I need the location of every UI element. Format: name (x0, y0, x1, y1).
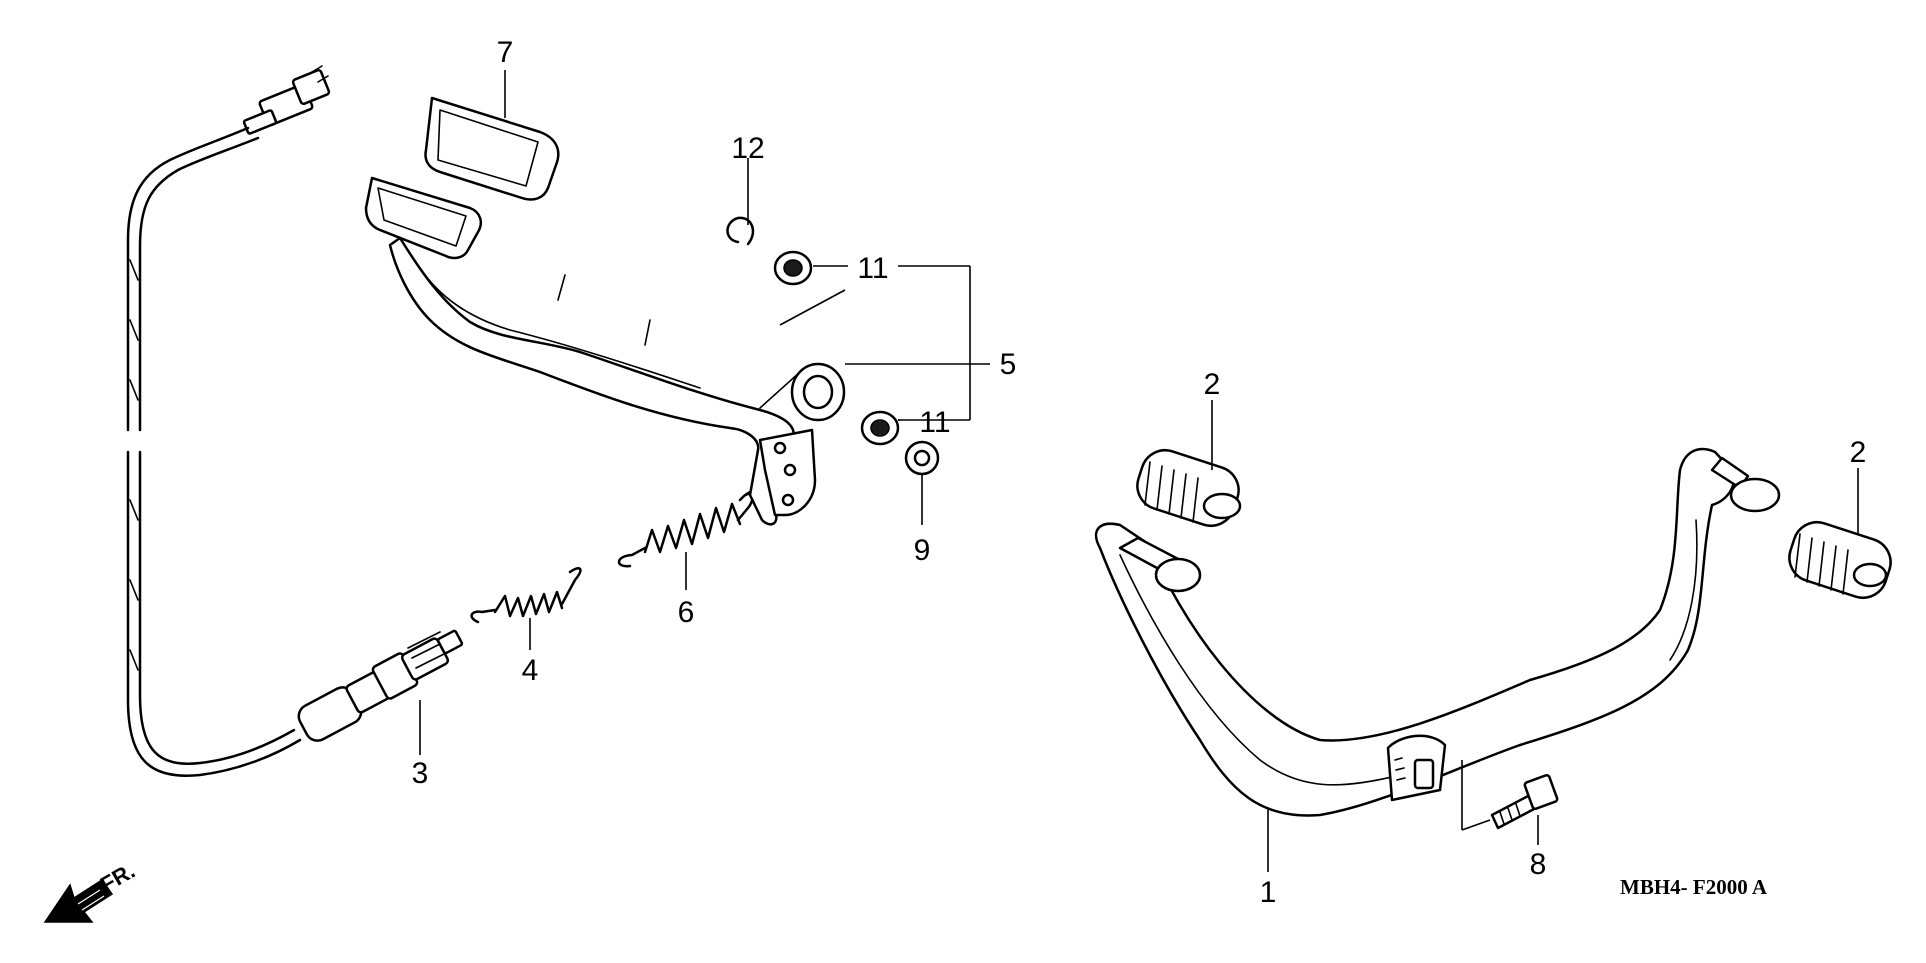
harness-connector (242, 65, 331, 135)
footpeg-rubber-right (1788, 521, 1892, 599)
callout-2-right: 2 (1850, 436, 1867, 469)
washer (904, 440, 940, 476)
stop-switch-body (297, 629, 464, 742)
arrow-icon (43, 878, 114, 923)
footpeg-rubber-left (1136, 449, 1242, 527)
step-bar (1094, 447, 1781, 817)
stop-switch-harness (126, 65, 464, 777)
flange-bolt (1490, 773, 1559, 830)
callout-5: 5 (1000, 348, 1017, 381)
callout-2-left: 2 (1204, 368, 1221, 401)
pedal-pad-rubber (424, 96, 560, 201)
callout-7: 7 (497, 36, 514, 69)
callout-12: 12 (731, 132, 764, 165)
callout-1: 1 (1260, 876, 1277, 909)
front-direction-indicator: FR. (43, 858, 139, 923)
diagram-code: MBH4- F2000 A (1620, 875, 1768, 899)
return-spring-small (470, 567, 582, 624)
callout-11-upper: 11 (857, 252, 888, 285)
circlip (726, 216, 755, 246)
oil-seal-upper (773, 250, 813, 286)
callout-6: 6 (678, 596, 695, 629)
return-spring-large (617, 489, 759, 568)
callout-11-lower: 11 (919, 406, 950, 439)
leader-lines (419, 70, 1859, 872)
callout-8: 8 (1530, 848, 1547, 881)
callout-3: 3 (412, 757, 429, 790)
callout-9: 9 (914, 534, 931, 567)
callout-4: 4 (522, 654, 539, 687)
brake-pedal (364, 96, 846, 526)
oil-seal-lower (860, 410, 900, 446)
